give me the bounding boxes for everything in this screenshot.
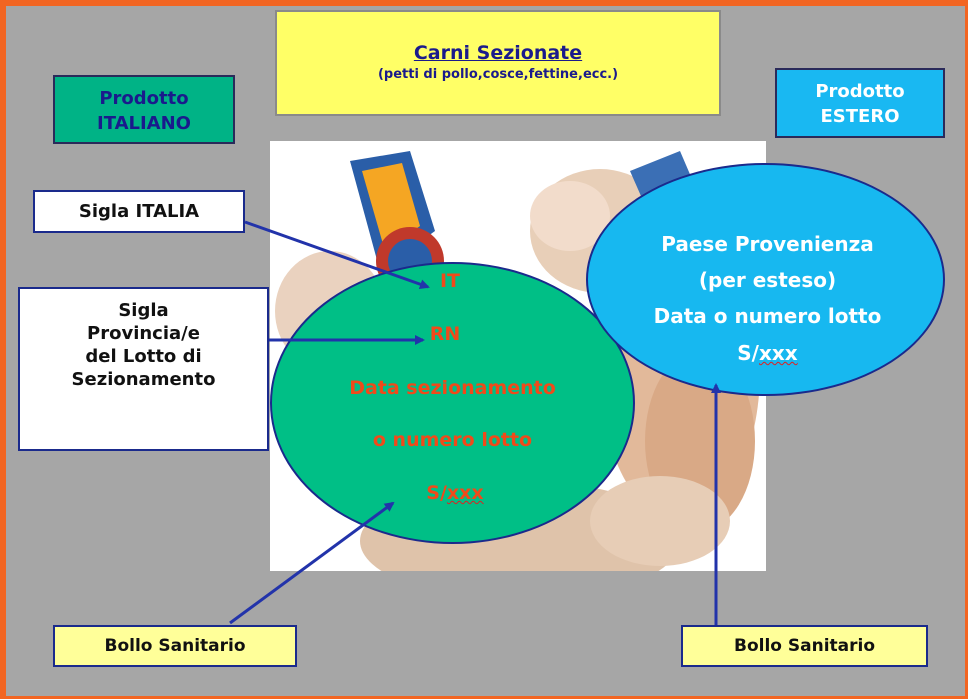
sigla-provincia-label: Sigla Provincia/e del Lotto di Sezioname… [18, 287, 269, 451]
title-box: Carni Sezionate (petti di pollo,cosce,fe… [275, 10, 721, 116]
sigla-provincia-line2: Provincia/e [87, 323, 200, 344]
code-it: IT [439, 270, 461, 292]
sigla-provincia-line3: del Lotto di [85, 346, 202, 367]
green-oval-sxxx: S/xxx [426, 482, 484, 504]
prodotto-estero-line1: Prodotto [815, 81, 905, 102]
sigla-provincia-line1: Sigla [118, 300, 169, 321]
sigla-provincia-line4: Sezionamento [71, 369, 216, 390]
prodotto-estero-line2: ESTERO [820, 106, 900, 127]
blue-oval-line2: (per esteso) [698, 268, 837, 292]
title-main: Carni Sezionate [413, 42, 583, 64]
prodotto-italiano-line2: ITALIANO [97, 113, 191, 134]
green-oval [270, 262, 635, 544]
bollo-sanitario-right: Bollo Sanitario [681, 625, 928, 667]
green-oval-line1: Data sezionamento [349, 377, 556, 399]
sigla-italia-label: Sigla ITALIA [33, 190, 245, 233]
blue-oval-sxxx: S/xxx [737, 341, 798, 365]
prodotto-italiano-line1: Prodotto [99, 88, 189, 109]
green-oval-line2: o numero lotto [372, 429, 533, 451]
blue-oval [586, 163, 945, 396]
code-rn: RN [429, 323, 461, 345]
prodotto-estero-box: Prodotto ESTERO [775, 68, 945, 138]
blue-oval-line3: Data o numero lotto [653, 304, 882, 328]
title-subtitle: (petti di pollo,cosce,fettine,ecc.) [377, 67, 619, 82]
blue-oval-line1: Paese Provenienza [661, 232, 874, 256]
bollo-sanitario-left: Bollo Sanitario [53, 625, 297, 667]
prodotto-italiano-box: Prodotto ITALIANO [53, 75, 235, 144]
